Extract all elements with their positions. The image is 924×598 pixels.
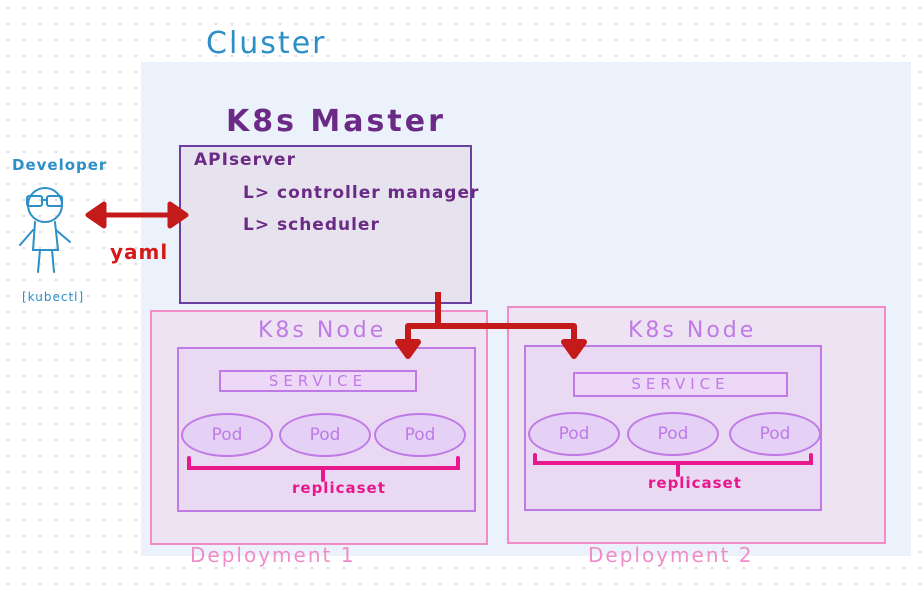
cluster-area <box>141 62 911 556</box>
pod-2c: Pod <box>729 412 821 456</box>
scheduler-label: L> scheduler <box>243 215 380 235</box>
kubectl-label: [kubectl] <box>22 290 85 304</box>
controller-manager-label: L> controller manager <box>243 183 480 203</box>
developer-icon <box>19 187 71 273</box>
deployment-2-label: Deployment 2 <box>588 543 754 567</box>
deployment-1-label: Deployment 1 <box>190 543 356 567</box>
pod-2a: Pod <box>528 412 620 456</box>
developer-label: Developer <box>12 156 108 174</box>
cluster-label: Cluster <box>206 26 327 61</box>
replicaset-2-label: replicaset <box>648 474 742 492</box>
glasses-left-lens <box>26 195 43 207</box>
pod-1b: Pod <box>279 413 371 457</box>
yaml-label: yaml <box>110 240 169 264</box>
pod-1c: Pod <box>374 413 466 457</box>
node-1-label: K8s Node <box>258 318 387 343</box>
service-1-box: SERVICE <box>219 370 417 392</box>
glasses-right-lens <box>46 195 63 207</box>
replicaset-1-label: replicaset <box>292 479 386 497</box>
master-box <box>179 145 472 304</box>
master-title: K8s Master <box>226 104 446 139</box>
pod-1a: Pod <box>181 413 273 457</box>
api-server-label: APIserver <box>194 150 296 170</box>
developer-head <box>27 187 63 223</box>
node-2-label: K8s Node <box>628 318 757 343</box>
arrow-head-left <box>85 201 107 229</box>
pod-2b: Pod <box>627 412 719 456</box>
developer-body <box>31 221 60 251</box>
service-2-box: SERVICE <box>573 372 788 397</box>
